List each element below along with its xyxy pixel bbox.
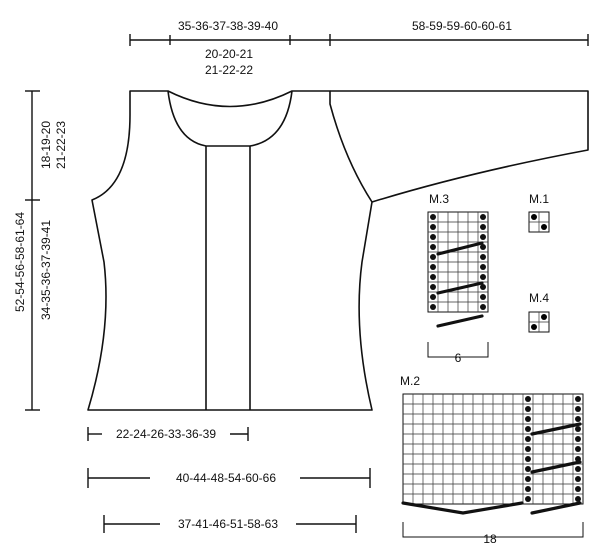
chart-m3-purl-dot — [480, 254, 486, 260]
chart-m2-cable-3 — [530, 501, 582, 515]
chart-m3-purl-dot — [430, 284, 436, 290]
sleeve-length-label: 58-59-59-60-60-61 — [412, 19, 512, 33]
chart-m3-purl-dot — [430, 254, 436, 260]
chart-m2-purl-dot — [525, 396, 531, 402]
chart-m3-purl-dot — [480, 274, 486, 280]
chart-m2-purl-dot — [575, 466, 581, 472]
chart-m3-purl-dot — [480, 304, 486, 310]
chart-m3-label: M.3 — [429, 192, 449, 206]
chart-m3-cable-3 — [436, 314, 484, 328]
chart-m2-purl-dot — [525, 446, 531, 452]
chart-m2-purl-dot — [525, 436, 531, 442]
neck-width-label-2: 21-22-22 — [205, 63, 253, 77]
chart-m3-purl-dot — [430, 304, 436, 310]
chart-m2-purl-dot — [575, 426, 581, 432]
chart-m2-purl-dot — [575, 476, 581, 482]
chart-m2-cable-2 — [530, 460, 582, 474]
chart-m2-bracket — [402, 522, 584, 538]
chart-m3-purl-dot — [480, 294, 486, 300]
chart-m1-purl-dot — [541, 224, 547, 230]
chart-m2-purl-dot — [525, 426, 531, 432]
chart-m3-purl-dot — [480, 284, 486, 290]
chart-m2-purl-dot — [525, 416, 531, 422]
lower-width-label: 37-41-46-51-58-63 — [178, 517, 278, 531]
chart-m3-purl-dot — [430, 264, 436, 270]
chart-m1-label: M.1 — [529, 192, 549, 206]
chart-m2: M.2 18 — [400, 374, 584, 546]
chart-m3-bracket — [427, 342, 489, 358]
chart-m2-purl-dot — [575, 436, 581, 442]
chart-m2-stitch-count: 18 — [483, 532, 497, 546]
chart-m3-purl-dot — [480, 234, 486, 240]
chart-m2-purl-dot — [575, 486, 581, 492]
chart-m2-purl-dot — [575, 396, 581, 402]
chart-m4-purl-dot — [531, 324, 537, 330]
chart-m2-purl-dot — [525, 406, 531, 412]
chart-m2-decrease-line — [401, 501, 524, 515]
chart-m1: M.1 — [528, 192, 550, 233]
chart-m2-purl-dot — [525, 476, 531, 482]
chart-m2-purl-dot — [575, 496, 581, 502]
chart-m4-label: M.4 — [529, 291, 549, 305]
armhole-depth-label-2: 21-22-23 — [54, 121, 68, 169]
chart-m3-purl-dot — [430, 294, 436, 300]
neckline-curve — [167, 90, 293, 147]
chart-m2-purl-dot — [575, 406, 581, 412]
chart-m4: M.4 — [528, 291, 550, 333]
chart-m3-cable-2 — [436, 281, 484, 295]
chart-m3-purl-dot — [480, 244, 486, 250]
chart-m3-purl-dot — [430, 274, 436, 280]
side-length-label: 34-35-36-37-39-41 — [39, 220, 53, 320]
chart-m3-purl-dot — [480, 214, 486, 220]
dimension-lines: 35-36-37-38-39-40 20-20-21 21-22-22 58-5… — [13, 19, 589, 533]
chart-m2-purl-dot — [575, 446, 581, 452]
chart-m2-purl-dot — [525, 456, 531, 462]
chart-m3-purl-dot — [430, 234, 436, 240]
neck-width-label-1: 20-20-21 — [205, 47, 253, 61]
chart-m2-purl-dot — [525, 486, 531, 492]
chart-m3-cable-1 — [436, 241, 484, 256]
chart-m2-purl-dot — [575, 416, 581, 422]
chart-m2-label: M.2 — [400, 374, 420, 388]
chart-m4-purl-dot — [541, 314, 547, 320]
chart-m2-purl-dot — [525, 466, 531, 472]
total-length-label: 52-54-56-58-61-64 — [13, 212, 27, 312]
chart-m2-cable-1 — [530, 422, 582, 436]
chart-m3-purl-dot — [480, 264, 486, 270]
chart-m3-stitch-count: 6 — [455, 351, 462, 365]
chart-m2-purl-dot — [525, 496, 531, 502]
top-body-width-label: 35-36-37-38-39-40 — [178, 19, 278, 33]
chart-m3-purl-dot — [480, 224, 486, 230]
chart-m3: M.3 6 — [427, 192, 489, 365]
chart-m3-purl-dot — [430, 224, 436, 230]
chart-m3-purl-dot — [430, 244, 436, 250]
body-outline — [87, 90, 373, 411]
hem-width-label: 40-44-48-54-60-66 — [176, 471, 276, 485]
garment-schematic — [87, 90, 589, 411]
front-panel-width-label: 22-24-26-33-36-39 — [116, 427, 216, 441]
chart-m1-purl-dot — [531, 214, 537, 220]
armhole-depth-label-1: 18-19-20 — [39, 121, 53, 169]
sleeve-outline — [330, 90, 589, 203]
chart-m3-purl-dot — [430, 214, 436, 220]
